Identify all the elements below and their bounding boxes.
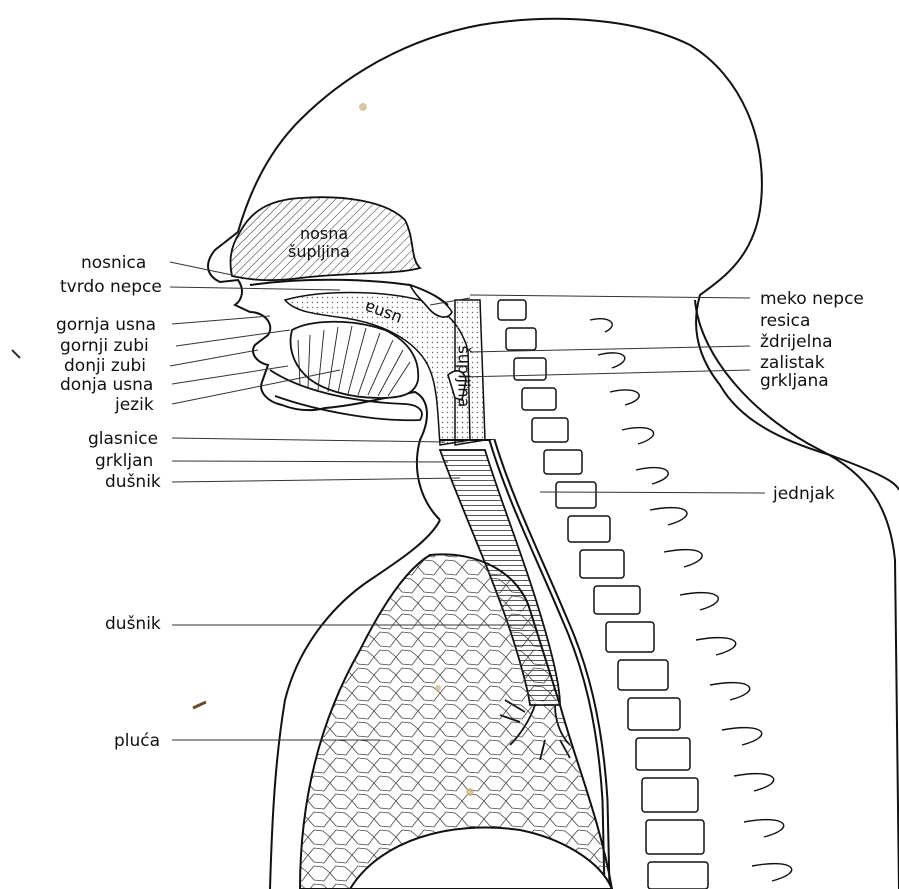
jaw-outline	[325, 392, 440, 520]
label-nosna: nosna	[300, 226, 348, 243]
label-zalistak: zalistak	[760, 355, 825, 372]
label-zdrijelna: ždrijelna	[760, 334, 833, 351]
paper-speck	[12, 350, 20, 358]
label-donji-zubi: donji zubi	[64, 358, 146, 375]
label-supljina-throat: šupljina	[455, 345, 472, 407]
label-gornji-zubi: gornji zubi	[60, 338, 149, 355]
label-dusnik-lower: dušnik	[105, 616, 161, 633]
label-jezik: jezik	[115, 397, 154, 414]
label-grkljan: grkljan	[95, 453, 153, 470]
label-donja-usna: donja usna	[60, 377, 153, 394]
paper-speck-2	[193, 702, 206, 708]
label-meko-nepce: meko nepce	[760, 291, 864, 308]
label-grkljana: grkljana	[760, 373, 829, 390]
label-nosnica: nosnica	[81, 255, 146, 272]
label-jednjak: jednjak	[773, 486, 835, 503]
label-tvrdo-nepce: tvrdo nepce	[60, 279, 162, 296]
label-pluca: pluća	[114, 733, 160, 750]
label-glasnice: glasnice	[88, 431, 158, 448]
label-supljina-nose: šupljina	[288, 244, 350, 261]
label-gornja-usna: gornja usna	[56, 317, 156, 334]
label-resica: resica	[760, 313, 810, 330]
label-dusnik-upper: dušnik	[105, 474, 161, 491]
